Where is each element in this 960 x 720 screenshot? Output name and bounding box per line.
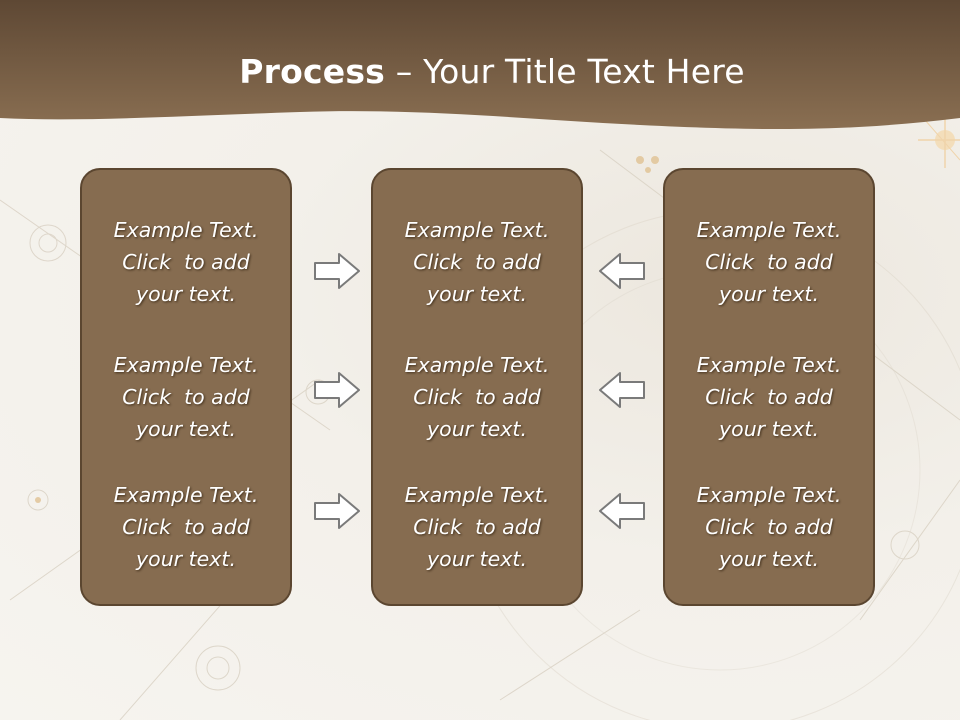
- text-block[interactable]: Example Text. Click to add your text.: [82, 479, 290, 575]
- text-line: Example Text.: [113, 353, 259, 377]
- arrow-right-icon: [314, 493, 360, 529]
- arrow-left-icon: [599, 372, 645, 408]
- text-line: Example Text.: [113, 218, 259, 242]
- text-line: your text.: [719, 282, 819, 306]
- arrow-left-icon: [599, 493, 645, 529]
- text-block[interactable]: Example Text. Click to add your text.: [373, 479, 581, 575]
- text-line: your text.: [136, 417, 236, 441]
- arrow-right-icon: [314, 253, 360, 289]
- text-line: your text.: [427, 417, 527, 441]
- title-rest-part: – Your Title Text Here: [385, 52, 745, 91]
- right-panel[interactable]: Example Text. Click to add your text. Ex…: [663, 168, 875, 606]
- text-line: Example Text.: [404, 218, 550, 242]
- title-bold-part: Process: [239, 52, 386, 91]
- text-line: your text.: [136, 547, 236, 571]
- center-panel[interactable]: Example Text. Click to add your text. Ex…: [371, 168, 583, 606]
- left-panel[interactable]: Example Text. Click to add your text. Ex…: [80, 168, 292, 606]
- text-line: Example Text.: [696, 353, 842, 377]
- text-line: Click to add: [705, 385, 833, 409]
- text-block[interactable]: Example Text. Click to add your text.: [665, 214, 873, 310]
- text-line: Click to add: [122, 515, 250, 539]
- arrow-left-icon: [599, 253, 645, 289]
- text-line: Click to add: [122, 385, 250, 409]
- text-line: Click to add: [413, 250, 541, 274]
- text-line: your text.: [719, 417, 819, 441]
- text-line: Click to add: [705, 515, 833, 539]
- text-line: Example Text.: [404, 483, 550, 507]
- text-line: Example Text.: [696, 483, 842, 507]
- text-line: Click to add: [413, 515, 541, 539]
- text-line: Click to add: [413, 385, 541, 409]
- text-block[interactable]: Example Text. Click to add your text.: [373, 214, 581, 310]
- title-banner: [0, 0, 960, 130]
- text-line: your text.: [427, 282, 527, 306]
- text-line: Click to add: [705, 250, 833, 274]
- arrow-right-icon: [314, 372, 360, 408]
- text-block[interactable]: Example Text. Click to add your text.: [665, 349, 873, 445]
- text-line: Click to add: [122, 250, 250, 274]
- slide-title[interactable]: Process – Your Title Text Here: [0, 52, 960, 91]
- text-line: your text.: [719, 547, 819, 571]
- text-block[interactable]: Example Text. Click to add your text.: [82, 214, 290, 310]
- text-block[interactable]: Example Text. Click to add your text.: [82, 349, 290, 445]
- text-line: Example Text.: [404, 353, 550, 377]
- text-block[interactable]: Example Text. Click to add your text.: [373, 349, 581, 445]
- text-line: your text.: [136, 282, 236, 306]
- text-block[interactable]: Example Text. Click to add your text.: [665, 479, 873, 575]
- text-line: your text.: [427, 547, 527, 571]
- text-line: Example Text.: [113, 483, 259, 507]
- text-line: Example Text.: [696, 218, 842, 242]
